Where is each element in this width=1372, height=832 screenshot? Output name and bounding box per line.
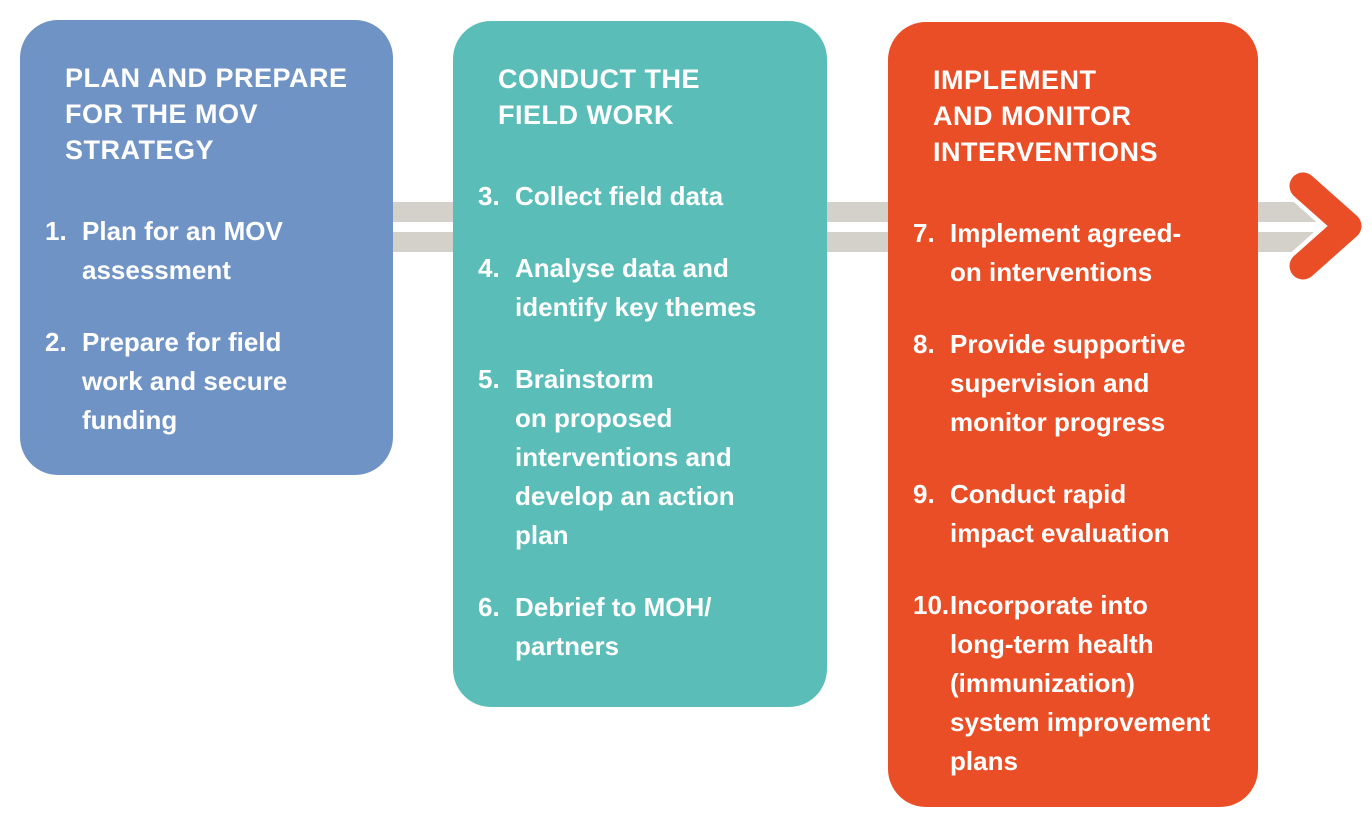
step-text: Prepare for field work and secure fundin… (82, 327, 288, 435)
step-item: 3. Collect field data (478, 177, 803, 216)
step-item: 1. Plan for an MOV assessment (45, 212, 369, 290)
step-number: 9. (913, 479, 935, 509)
step-text: Plan for an MOV assessment (82, 216, 283, 285)
step-item: 8. Provide supportive supervision and mo… (913, 325, 1234, 442)
phase-step-list: 7. Implement agreed- on interventions 8.… (913, 214, 1234, 781)
phase-conduct-field-work: CONDUCT THE FIELD WORK 3. Collect field … (453, 21, 827, 707)
step-number: 6. (478, 592, 500, 622)
phase-step-list: 1. Plan for an MOV assessment 2. Prepare… (45, 212, 369, 440)
step-number: 4. (478, 253, 500, 283)
step-text: Implement agreed- on interventions (950, 218, 1182, 287)
step-number: 10. (913, 590, 950, 620)
step-text: Analyse data and identify key themes (515, 253, 757, 322)
step-number: 8. (913, 329, 935, 359)
phase-implement-and-monitor: IMPLEMENT AND MONITOR INTERVENTIONS 7. I… (888, 22, 1258, 807)
step-number: 1. (45, 216, 67, 246)
step-item: 4. Analyse data and identify key themes (478, 249, 803, 327)
step-number: 5. (478, 364, 500, 394)
phase-step-list: 3. Collect field data 4. Analyse data an… (478, 177, 803, 666)
phase-title: CONDUCT THE FIELD WORK (498, 64, 700, 130)
phase-plan-and-prepare: PLAN AND PREPARE FOR THE MOV STRATEGY 1.… (20, 20, 393, 475)
step-item: 9. Conduct rapid impact evaluation (913, 475, 1234, 553)
step-text: Incorporate into long-term health (immun… (950, 590, 1211, 776)
step-text: Debrief to MOH/ partners (515, 592, 712, 661)
step-number: 3. (478, 181, 500, 211)
phase-title: IMPLEMENT AND MONITOR INTERVENTIONS (933, 65, 1159, 167)
step-text: Provide supportive supervision and monit… (950, 329, 1186, 437)
step-text: Collect field data (515, 181, 724, 211)
step-number: 7. (913, 218, 935, 248)
step-text: Brainstorm on proposed interventions and… (515, 364, 735, 550)
forward-arrow-chevron (1289, 172, 1362, 280)
phase-title: PLAN AND PREPARE FOR THE MOV STRATEGY (65, 63, 348, 165)
forward-arrow-icon (1285, 168, 1366, 284)
step-item: 6. Debrief to MOH/ partners (478, 588, 803, 666)
step-item: 10. Incorporate into long-term health (i… (913, 586, 1234, 781)
step-item: 5. Brainstorm on proposed interventions … (478, 360, 803, 555)
step-text: Conduct rapid impact evaluation (950, 479, 1170, 548)
step-item: 2. Prepare for field work and secure fun… (45, 323, 369, 440)
step-item: 7. Implement agreed- on interventions (913, 214, 1234, 292)
step-number: 2. (45, 327, 67, 357)
